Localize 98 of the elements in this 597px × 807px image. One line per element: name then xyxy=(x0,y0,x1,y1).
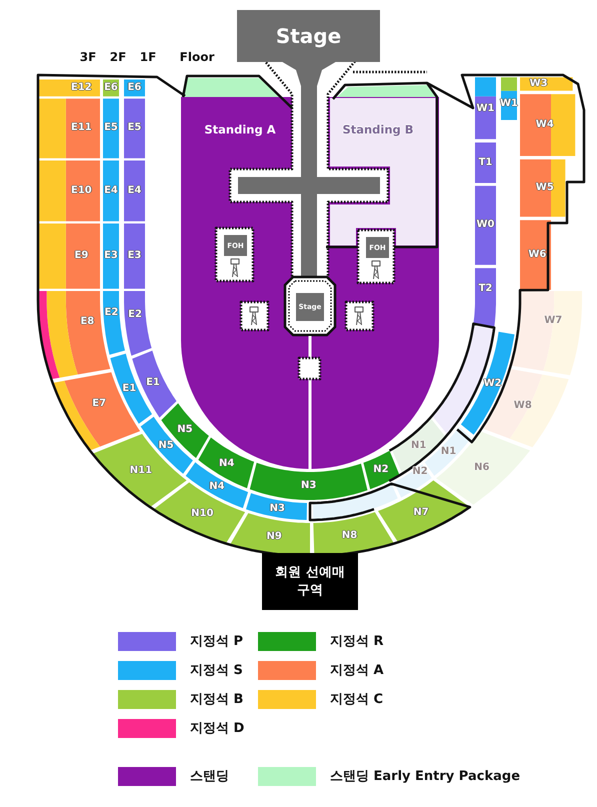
seat-section xyxy=(475,77,496,140)
seat-section xyxy=(103,223,119,289)
legend-label: 스탠딩 xyxy=(190,770,229,784)
section-label: W6 xyxy=(528,250,546,260)
seat-section xyxy=(246,493,307,520)
seat-section xyxy=(460,331,515,435)
seat-section xyxy=(124,160,145,222)
section-label: W5 xyxy=(536,183,554,194)
seat-section xyxy=(481,368,569,448)
section-label: E5 xyxy=(104,123,118,134)
legend-label: 지정석 P xyxy=(190,634,244,650)
section-label: E6 xyxy=(128,82,142,93)
standing-area xyxy=(330,98,436,246)
section-label: N1 xyxy=(410,441,426,452)
section-label: N7 xyxy=(413,508,429,518)
seat-section xyxy=(520,159,566,217)
section-label: E2 xyxy=(128,310,142,320)
seat-section xyxy=(520,77,573,91)
seat-section xyxy=(436,431,531,505)
section-label: E8 xyxy=(80,316,94,327)
section-label: W7 xyxy=(544,316,562,326)
seat-section xyxy=(510,291,582,376)
section-label: N1 xyxy=(440,446,456,457)
legend-label: 지정석 R xyxy=(330,634,384,650)
legend-label: 스탠딩 Early Entry Package xyxy=(330,770,520,784)
floor-label: 1F xyxy=(140,51,156,63)
section-label: W0 xyxy=(476,220,494,230)
section-label: E3 xyxy=(128,251,142,262)
section-label: W2 xyxy=(484,378,502,389)
section-label: E7 xyxy=(92,398,106,409)
section-label: N6 xyxy=(474,463,490,474)
seat-section xyxy=(124,98,145,159)
section-label: E1 xyxy=(122,384,136,394)
section-label: W8 xyxy=(514,401,532,412)
seat-section xyxy=(363,450,400,490)
section-label: W3 xyxy=(530,79,548,89)
floor-label: Floor xyxy=(180,51,214,63)
section-label: N10 xyxy=(191,509,214,520)
section-label: N3 xyxy=(270,504,285,514)
section-label: N3 xyxy=(300,480,316,491)
seat-section xyxy=(249,462,368,500)
section-label: E11 xyxy=(71,123,92,134)
seat-section xyxy=(198,437,255,489)
legend-label: 지정석 A xyxy=(330,664,384,678)
seat-section xyxy=(313,512,395,556)
seat-section xyxy=(473,268,496,328)
section-label: N5 xyxy=(158,440,174,451)
area-label: Standing A xyxy=(204,124,276,136)
zone-tab: 회원 선예매 구역 xyxy=(262,553,358,610)
seat-section xyxy=(475,142,496,183)
seat-section xyxy=(153,482,246,544)
seat-section xyxy=(52,372,141,451)
floor-label: 2F xyxy=(110,51,126,63)
section-label: E4 xyxy=(104,186,118,196)
seat-section xyxy=(124,79,145,97)
section-label: E1 xyxy=(146,378,160,388)
section-label: E9 xyxy=(74,251,88,262)
section-label: N9 xyxy=(266,532,282,542)
seat-section xyxy=(124,291,152,356)
section-label: E10 xyxy=(71,186,92,196)
seat-section xyxy=(230,513,310,556)
legend-label: 지정석 D xyxy=(190,722,244,736)
seat-section xyxy=(103,291,126,355)
section-label: E4 xyxy=(128,186,142,196)
seat-section xyxy=(38,79,100,97)
section-label: N4 xyxy=(219,458,234,469)
section-label: N2 xyxy=(412,467,428,478)
seat-section xyxy=(124,223,145,289)
floor-label: 3F xyxy=(80,51,96,63)
seat-section xyxy=(103,98,119,159)
area-label: Standing B xyxy=(342,124,414,136)
section-label: N4 xyxy=(209,482,225,492)
section-label: E12 xyxy=(71,82,92,93)
seat-section xyxy=(475,185,496,265)
seat-section xyxy=(103,160,119,222)
section-label: E3 xyxy=(104,251,118,262)
seat-section xyxy=(92,433,187,508)
section-label: N11 xyxy=(130,466,152,476)
section-label: T1 xyxy=(478,158,492,168)
seat-section xyxy=(103,79,119,97)
section-label: T2 xyxy=(478,284,492,294)
legend-label: 지정석 C xyxy=(330,692,384,708)
section-label: N8 xyxy=(342,531,358,542)
seat-section xyxy=(38,98,100,159)
seat-section xyxy=(161,403,209,459)
section-label: W4 xyxy=(536,120,554,130)
section-label: N2 xyxy=(373,465,389,476)
seat-section xyxy=(520,94,576,157)
section-label: E5 xyxy=(128,123,142,134)
seat-section xyxy=(38,160,100,222)
section-label: W1 xyxy=(476,104,494,114)
stage-block: Stage xyxy=(237,10,380,62)
section-label: E6 xyxy=(104,82,118,93)
legend-label: 지정석 S xyxy=(190,664,243,678)
section-label: N5 xyxy=(177,425,193,436)
section-label: E2 xyxy=(104,308,118,318)
seat-section xyxy=(38,223,100,289)
legend-label: 지정석 B xyxy=(190,692,244,708)
